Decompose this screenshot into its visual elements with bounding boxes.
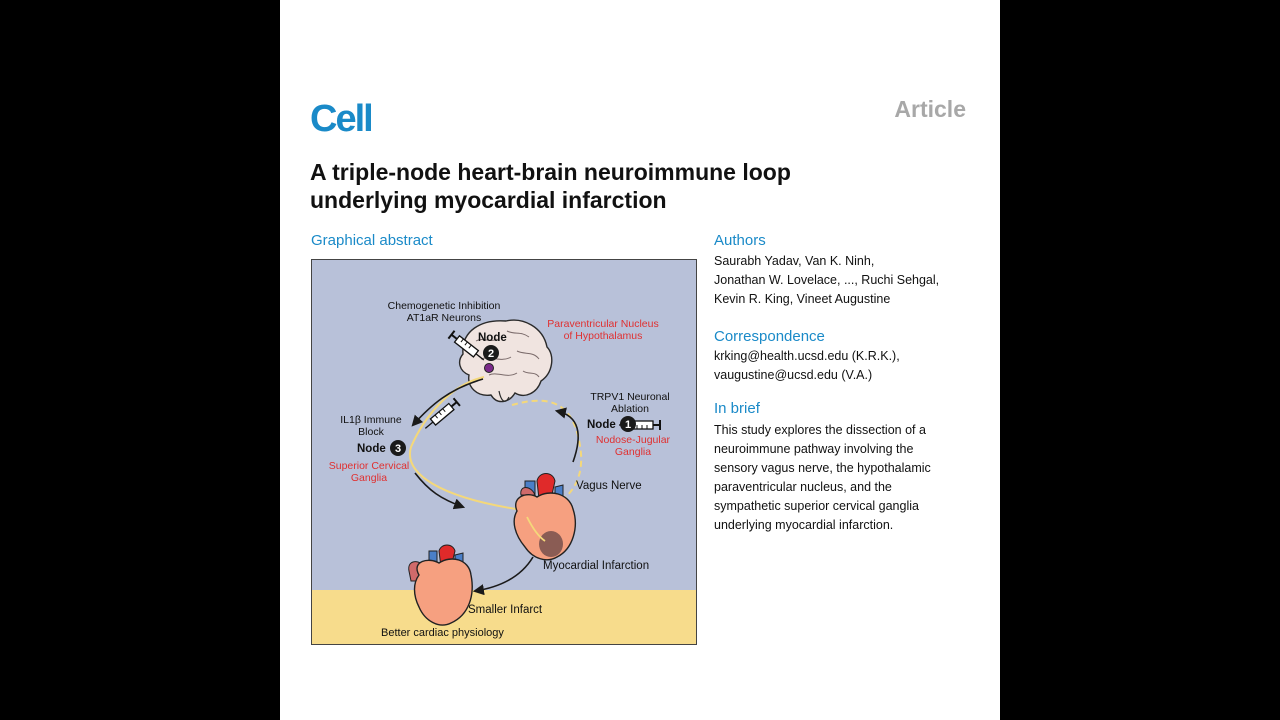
in-brief-line-3: sensory vagus nerve, the hypothalamic <box>714 461 931 475</box>
node2-number: 2 <box>488 348 494 360</box>
label-vagus: Vagus Nerve <box>576 480 642 492</box>
correspondence-line-2[interactable]: vaugustine@ucsd.edu (V.A.) <box>714 368 873 382</box>
figure-floor <box>312 590 696 644</box>
label-pvn-2: of Hypothalamus <box>564 330 643 342</box>
correspondence-line-1[interactable]: krking@health.ucsd.edu (K.R.K.), <box>714 349 900 363</box>
in-brief-line-1: This study explores the dissection of a <box>714 423 926 437</box>
paper-title: A triple-node heart-brain neuroimmune lo… <box>310 158 950 214</box>
label-mi: Myocardial Infarction <box>543 560 649 572</box>
node1-badge <box>620 416 636 432</box>
graphical-abstract-heading: Graphical abstract <box>311 232 433 249</box>
correspondence-emails: krking@health.ucsd.edu (K.R.K.), vaugust… <box>714 347 900 385</box>
in-brief-line-5: sympathetic superior cervical ganglia <box>714 499 919 513</box>
syringe-node3-icon <box>424 397 461 429</box>
node3-number: 3 <box>395 443 401 455</box>
title-line-2: underlying myocardial infarction <box>310 187 667 213</box>
label-trpv1-2: Ablation <box>611 403 649 415</box>
authors-list: Saurabh Yadav, Van K. Ninh, Jonathan W. … <box>714 252 939 309</box>
label-il1b-2: Block <box>358 426 384 438</box>
arrow-mi-to-smaller <box>472 556 534 596</box>
brain-icon <box>458 319 553 403</box>
label-nodose-1: Nodose-Jugular <box>596 434 671 446</box>
label-scg-2: Ganglia <box>351 472 387 484</box>
node2-badge <box>483 345 499 361</box>
label-nodose-2: Ganglia <box>615 446 651 458</box>
label-better-physiology: Better cardiac physiology <box>381 627 504 639</box>
arrow-brain-to-scg <box>411 378 484 427</box>
in-brief-line-2: neuroimmune pathway involving the <box>714 442 914 456</box>
authors-line-2: Jonathan W. Lovelace, ..., Ruchi Sehgal, <box>714 273 940 287</box>
paper-page: Cell Article A triple-node heart-brain n… <box>280 0 1000 720</box>
arrow-scg-to-heart <box>414 472 466 510</box>
authors-line-3: Kevin R. King, Vineet Augustine <box>714 292 891 306</box>
syringe-node2-icon <box>447 330 485 361</box>
label-smaller-infarct: Smaller Infarct <box>468 604 543 616</box>
in-brief-line-6: underlying myocardial infarction. <box>714 518 894 532</box>
in-brief-heading: In brief <box>714 400 760 417</box>
node1-number: 1 <box>625 419 631 431</box>
in-brief-text: This study explores the dissection of a … <box>714 421 931 535</box>
label-chemo-1: Chemogenetic Inhibition <box>388 300 501 312</box>
article-type-label: Article <box>894 96 966 122</box>
label-trpv1-1: TRPV1 Neuronal <box>590 391 669 403</box>
label-il1b-1: IL1β Immune <box>340 414 402 426</box>
label-node1-word: Node <box>587 419 616 431</box>
authors-line-1: Saurabh Yadav, Van K. Ninh, <box>714 254 875 268</box>
journal-logo: Cell <box>310 98 374 140</box>
label-chemo-2: AT1aR Neurons <box>407 312 482 324</box>
vagus-afferent-dashed <box>511 399 583 508</box>
label-node3-word: Node <box>357 443 386 455</box>
label-node2-word: Node <box>478 332 507 344</box>
label-pvn-1: Paraventricular Nucleus <box>547 318 658 330</box>
authors-heading: Authors <box>714 232 766 249</box>
title-line-1: A triple-node heart-brain neuroimmune lo… <box>310 159 791 185</box>
correspondence-heading: Correspondence <box>714 328 825 345</box>
graphical-abstract-svg: 2 3 1 Chemogenetic Inhibition AT1aR Neur… <box>311 259 697 645</box>
in-brief-line-4: paraventricular nucleus, and the <box>714 480 892 494</box>
graphical-abstract-figure: 2 3 1 Chemogenetic Inhibition AT1aR Neur… <box>311 259 697 645</box>
arrow-vagus-to-brain <box>554 407 579 463</box>
heart-smaller-infarct-icon <box>408 544 473 626</box>
heart-infarct-icon <box>513 473 576 561</box>
label-scg-1: Superior Cervical <box>329 460 410 472</box>
node3-badge <box>390 440 406 456</box>
